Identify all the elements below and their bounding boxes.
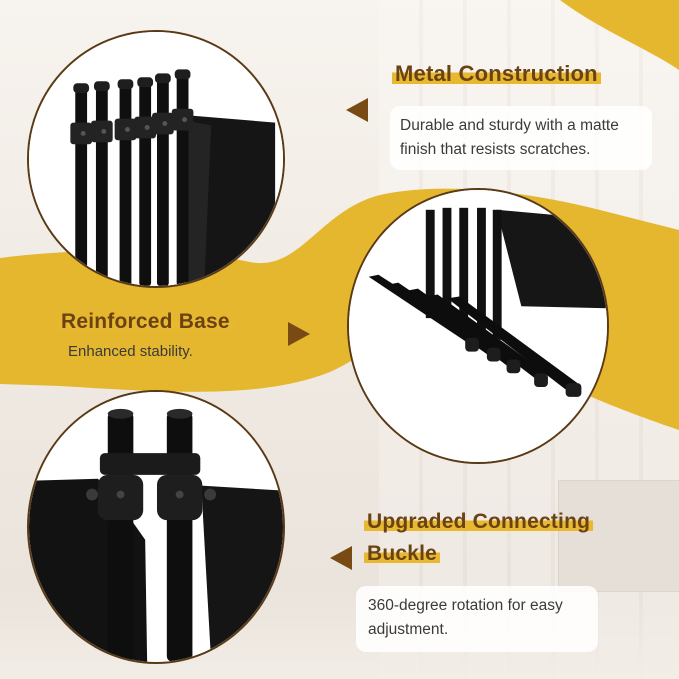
triangle-left-arrow-icon (330, 546, 352, 570)
metal-construction-description: Durable and sturdy with a matte finish t… (390, 106, 652, 170)
reinforced-base-title: Reinforced Base (58, 309, 233, 335)
connecting-buckle-title: Upgraded Connecting Buckle (364, 509, 594, 568)
reinforced-base-title-text: Reinforced Base (58, 310, 233, 333)
top-right-gold-corner (560, 0, 679, 70)
metal-poles-photo (27, 30, 285, 288)
reinforced-base-description: Enhanced stability. (68, 343, 193, 360)
connecting-buckle-illustration (29, 392, 283, 662)
metal-construction-title-text: Metal Construction (392, 61, 601, 86)
background-cabinet (558, 480, 679, 592)
connecting-buckle-desc-line1: 360-degree rotation for easy (368, 597, 563, 614)
reinforced-base-illustration (349, 190, 607, 462)
connecting-buckle-title-line1: Upgraded Connecting (364, 510, 594, 533)
connecting-buckle-description: 360-degree rotation for easy adjustment. (356, 586, 598, 652)
triangle-right-arrow-icon (288, 322, 310, 346)
connecting-buckle-desc-line2: adjustment. (368, 621, 449, 639)
triangle-left-arrow-icon (346, 98, 368, 122)
connecting-buckle-title-line2: Buckle (364, 542, 441, 566)
metal-construction-desc-line1: Durable and sturdy with a matte (400, 117, 619, 134)
metal-construction-desc-line2: finish that resists scratches. (400, 141, 591, 159)
metal-construction-title: Metal Construction (392, 60, 601, 88)
reinforced-base-photo (347, 188, 609, 464)
metal-poles-illustration (29, 32, 283, 286)
connecting-buckle-photo (27, 390, 285, 664)
